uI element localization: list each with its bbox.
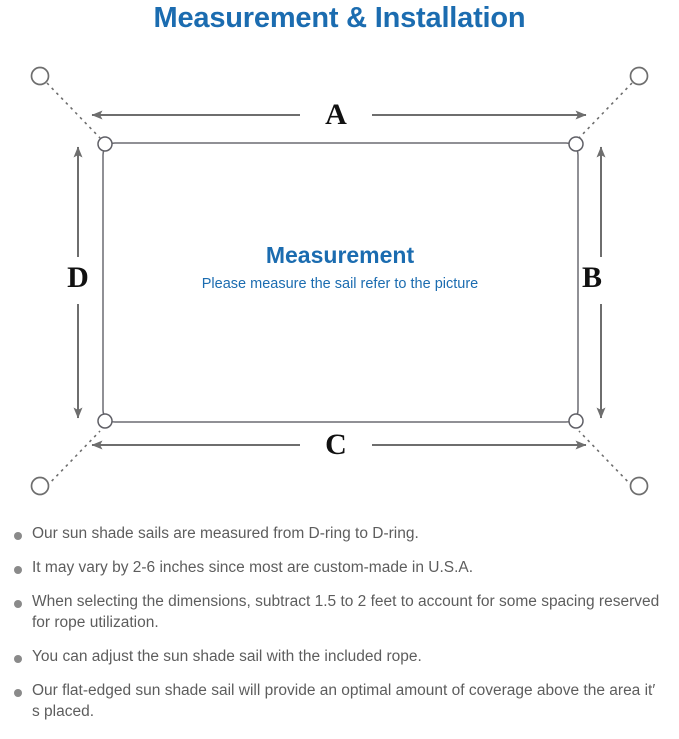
sail-body bbox=[102, 142, 579, 423]
note-text: You can adjust the sun shade sail with t… bbox=[32, 647, 422, 665]
note-text: Our sun shade sails are measured from D-… bbox=[32, 525, 419, 542]
d-rings bbox=[97, 136, 584, 429]
dimension-arrows bbox=[73, 110, 606, 450]
anchor-point-bottom-left bbox=[30, 476, 50, 496]
anchor-points bbox=[30, 66, 649, 496]
list-item: Our flat-edged sun shade sail will provi… bbox=[0, 681, 679, 723]
d-ring-top-right bbox=[568, 136, 584, 152]
note-text: It may vary by 2-6 inches since most are… bbox=[32, 558, 474, 576]
bullet-icon bbox=[14, 688, 22, 697]
dimension-label-d: D bbox=[67, 261, 89, 294]
d-ring-bottom-right bbox=[568, 413, 584, 429]
rope-lines bbox=[46, 82, 633, 487]
bullet-icon bbox=[14, 565, 22, 574]
bullet-icon bbox=[14, 599, 22, 608]
list-item: When selecting the dimensions, subtract … bbox=[0, 592, 679, 634]
sail-center-heading: Measurement bbox=[265, 242, 415, 268]
diagram-svg bbox=[30, 66, 649, 496]
dimension-label-a: A bbox=[325, 98, 347, 131]
anchor-point-top-right bbox=[629, 66, 649, 86]
note-text: Our flat-edged sun shade sail will provi… bbox=[32, 681, 656, 720]
note-text: When selecting the dimensions, subtract … bbox=[32, 592, 660, 631]
anchor-point-top-left bbox=[30, 66, 50, 86]
dimension-label-b: B bbox=[581, 261, 602, 294]
list-item: Our sun shade sails are measured from D-… bbox=[0, 524, 679, 545]
bullet-icon bbox=[14, 654, 22, 663]
d-ring-top-left bbox=[97, 136, 113, 152]
measurement-diagram: A C D B Measurement Please measure the s… bbox=[0, 52, 679, 512]
dimension-label-c: C bbox=[325, 428, 347, 461]
list-item: You can adjust the sun shade sail with t… bbox=[0, 647, 679, 668]
bullet-icon bbox=[14, 532, 22, 540]
page-title: Measurement & Installation bbox=[153, 2, 526, 34]
list-item: It may vary by 2-6 inches since most are… bbox=[0, 558, 679, 579]
d-ring-bottom-left bbox=[97, 413, 113, 429]
anchor-point-bottom-right bbox=[629, 476, 649, 496]
notes-list: Our sun shade sails are measured from D-… bbox=[0, 524, 679, 735]
sail-center-subtext: Please measure the sail refer to the pic… bbox=[201, 276, 479, 292]
